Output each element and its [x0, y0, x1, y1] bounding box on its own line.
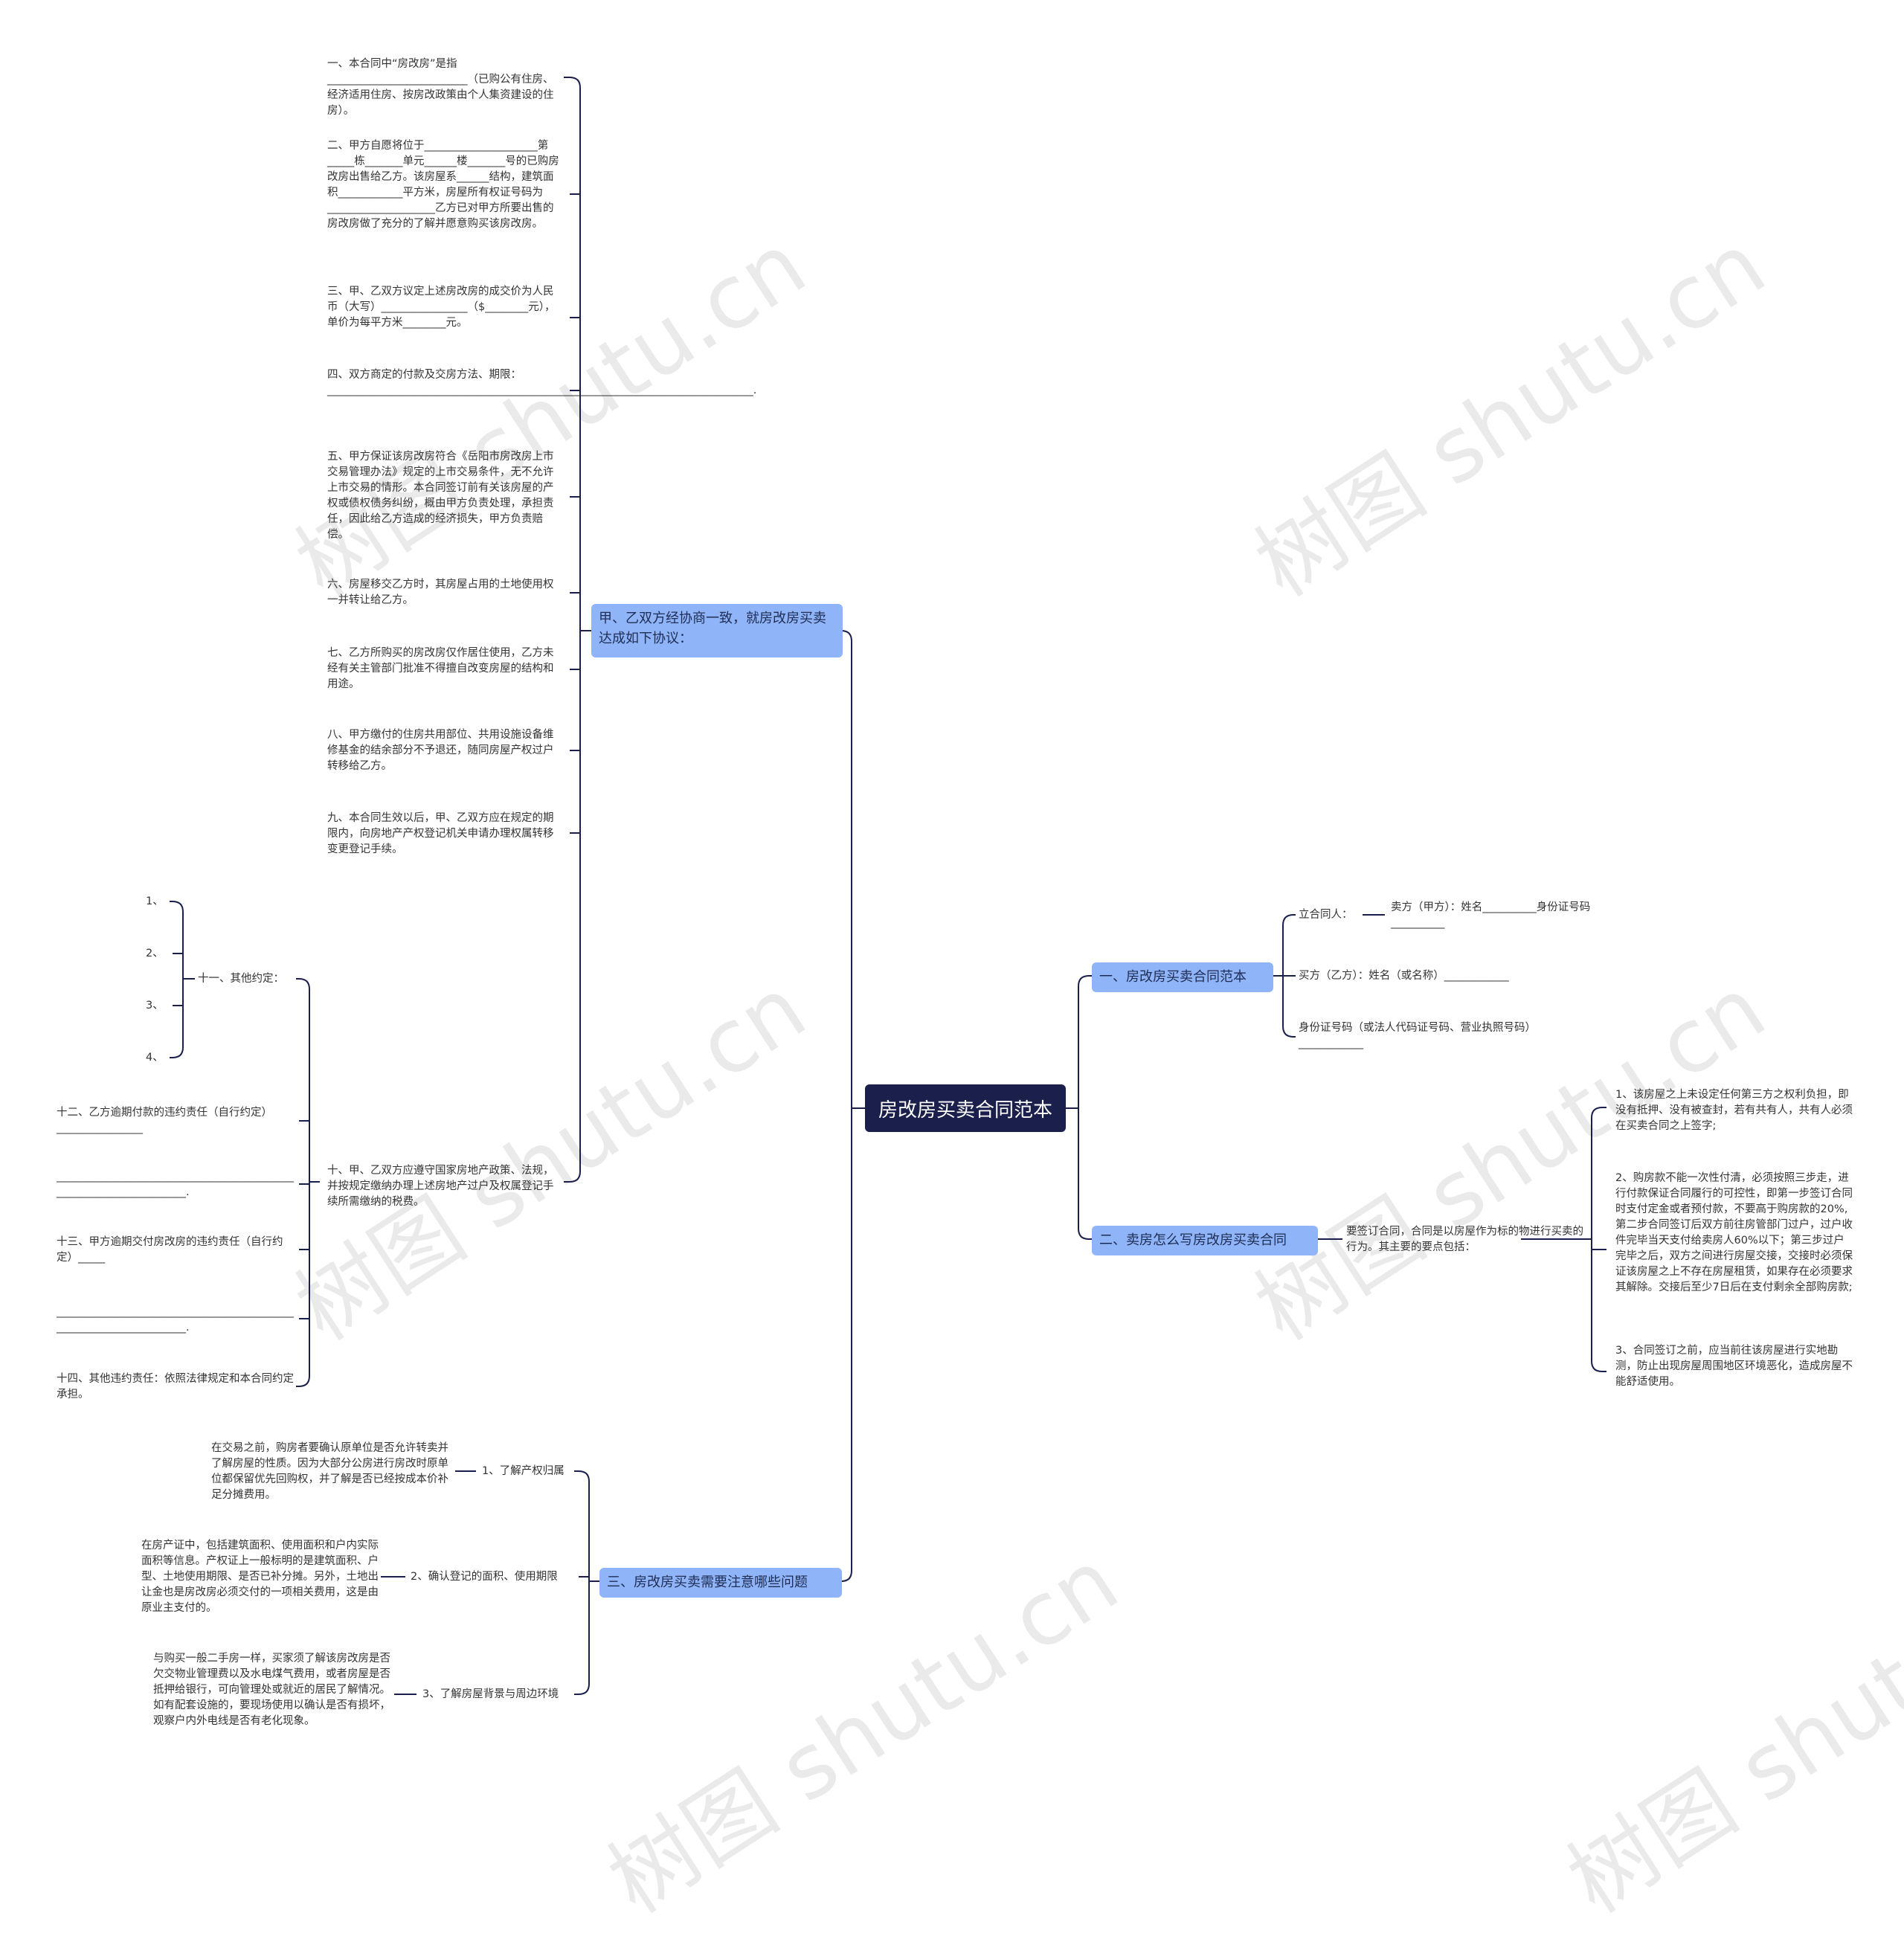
clause-13: 十三、甲方逾期交付房改房的违约责任（自行约定）_____ — [57, 1236, 283, 1264]
note-label-2: 2、确认登记的面积、使用期限 — [411, 1571, 558, 1583]
other-item-4: 4、 — [146, 1052, 164, 1064]
clause-12-blank: ________________________________________… — [57, 1171, 294, 1198]
other-item-1: 1、 — [146, 895, 164, 907]
branch-notes[interactable]: 三、房改房买卖需要注意哪些问题 — [599, 1568, 842, 1598]
party-label: 立合同人： — [1299, 909, 1353, 921]
buyer-info: 买方（乙方）：姓名（或名称）____________ — [1299, 970, 1509, 982]
other-agreement-label: 十一、其他约定： — [198, 973, 284, 985]
clause-1: 一、本合同中“房改房”是指__________________________（… — [327, 58, 554, 117]
mind-map: 树图 shutu.cn 树图 shutu.cn 树图 shutu.cn 树图 s… — [57, 58, 1904, 1932]
note-label-3: 3、了解房屋背景与周边环境 — [422, 1688, 559, 1700]
branch-agreement[interactable]: 甲、乙双方经协商一致，就房改房买卖达成如下协议： — [591, 604, 843, 657]
how-to-point-2: 2、购房款不能一次性付清，必须按照三步走，进行付款保证合同履行的可控性，即第一步… — [1615, 1172, 1853, 1293]
clause-8: 八、甲方缴付的住房共用部位、共用设施设备维修基金的结余部分不予退还，随同房屋产权… — [327, 729, 554, 772]
clause-6: 六、房屋移交乙方时，其房屋占用的土地使用权一并转让给乙方。 — [327, 579, 554, 606]
branch-how-to[interactable]: 二、卖房怎么写房改房买卖合同 — [1092, 1226, 1318, 1255]
other-item-2: 2、 — [146, 948, 164, 959]
clause-7: 七、乙方所购买的房改房仅作居住使用，乙方未经有关主管部门批准不得擅自改变房屋的结… — [327, 647, 554, 690]
how-to-intro: 要签订合同，合同是以房屋作为标的物进行买卖的行为。其主要的要点包括： — [1346, 1226, 1583, 1253]
note-label-1: 1、了解产权归属 — [482, 1465, 565, 1477]
clause-14: 十四、其他违约责任：依照法律规定和本合同约定承担。 — [57, 1373, 294, 1400]
clause-3: 三、甲、乙双方议定上述房改房的成交价为人民币（大写）______________… — [327, 286, 556, 329]
connector-lines — [170, 77, 1606, 1695]
clause-9: 九、本合同生效以后，甲、乙双方应在规定的期限内，向房地产产权登记机关申请办理权属… — [327, 812, 554, 855]
id-number-info: 身份证号码（或法人代码证号码、营业执照号码）____________ — [1299, 1022, 1536, 1049]
clause-12: 十二、乙方逾期付款的违约责任（自行约定）________________ — [57, 1107, 272, 1134]
other-item-3: 3、 — [146, 1000, 164, 1012]
clause-4: 四、双方商定的付款及交房方法、期限：______________________… — [327, 369, 757, 396]
how-to-point-1: 1、该房屋之上未设定任何第三方之权利负担，即没有抵押、没有被查封，若有共有人，共… — [1615, 1089, 1853, 1132]
clause-13-blank: ________________________________________… — [57, 1306, 294, 1334]
note-detail-3: 与购买一般二手房一样，买家须了解该房改房是否欠交物业管理费以及水电煤气费用，或者… — [153, 1653, 390, 1727]
note-detail-1: 在交易之前，购房者要确认原单位是否允许转卖并了解房屋的性质。因为大部分公房进行房… — [211, 1442, 448, 1501]
clause-2: 二、甲方自愿将位于_____________________第_____栋___… — [327, 140, 559, 230]
clause-10: 十、甲、乙双方应遵守国家房地产政策、法规，并按规定缴纳办理上述房地产过户及权属登… — [327, 1165, 554, 1208]
clause-5: 五、甲方保证该房改房符合《岳阳市房改房上市交易管理办法》规定的上市交易条件，无不… — [327, 451, 554, 541]
root-node[interactable]: 房改房买卖合同范本 — [865, 1084, 1066, 1132]
how-to-point-3: 3、合同签订之前，应当前往该房屋进行实地勘测，防止出现房屋周围地区环境恶化，造成… — [1615, 1345, 1853, 1388]
branch-template[interactable]: 一、房改房买卖合同范本 — [1092, 962, 1273, 992]
seller-info: 卖方（甲方）：姓名__________身份证号码__________ — [1391, 901, 1591, 929]
note-detail-2: 在房产证中，包括建筑面积、使用面积和户内实际面积等信息。产权证上一般标明的是建筑… — [141, 1540, 379, 1614]
